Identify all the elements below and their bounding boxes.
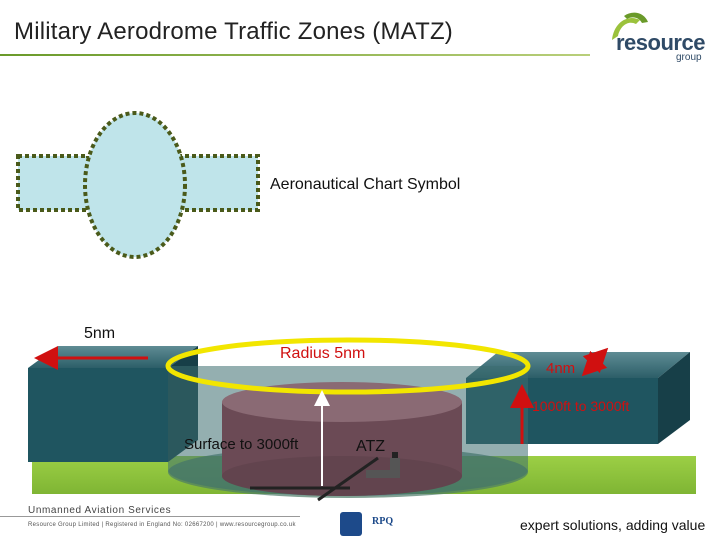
footer-legal-text: Resource Group Limited | Registered in E… <box>28 522 296 528</box>
zone-height-label: Surface to 3000ft <box>184 436 299 453</box>
tagline: expert solutions, adding value <box>520 517 706 533</box>
footer-org-name: Unmanned Aviation Services <box>28 505 172 516</box>
stub-height-label: 1000ft to 3000ft <box>532 398 630 414</box>
stub-width-arrow-down <box>581 350 608 377</box>
logo-wordmark: resource <box>616 30 705 55</box>
radius-label: Radius 5nm <box>280 345 366 362</box>
footer-divider <box>0 516 300 517</box>
stub-length-label: 5nm <box>84 325 116 342</box>
logo-subtext: group <box>676 52 702 63</box>
page-title: Military Aerodrome Traffic Zones (MATZ) <box>14 18 454 45</box>
caa-badge-icon <box>340 512 362 536</box>
atz-label: ATZ <box>356 438 386 455</box>
stub-width-label: 4nm <box>546 360 576 377</box>
resource-group-logo: resource group <box>606 10 716 63</box>
title-divider <box>0 54 590 56</box>
airfield-runway <box>250 452 400 502</box>
symbol-stub-right <box>176 154 260 212</box>
rpq-badge: RPQ <box>372 516 394 527</box>
aeronautical-chart-symbol <box>16 111 260 259</box>
logo-swoosh-icon <box>612 12 648 40</box>
symbol-stub-left <box>16 154 90 212</box>
symbol-circle <box>83 111 187 259</box>
matz-radius-ellipse <box>165 337 531 395</box>
atz-cylinder <box>222 382 462 496</box>
chart-symbol-label: Aeronautical Chart Symbol <box>270 176 461 193</box>
